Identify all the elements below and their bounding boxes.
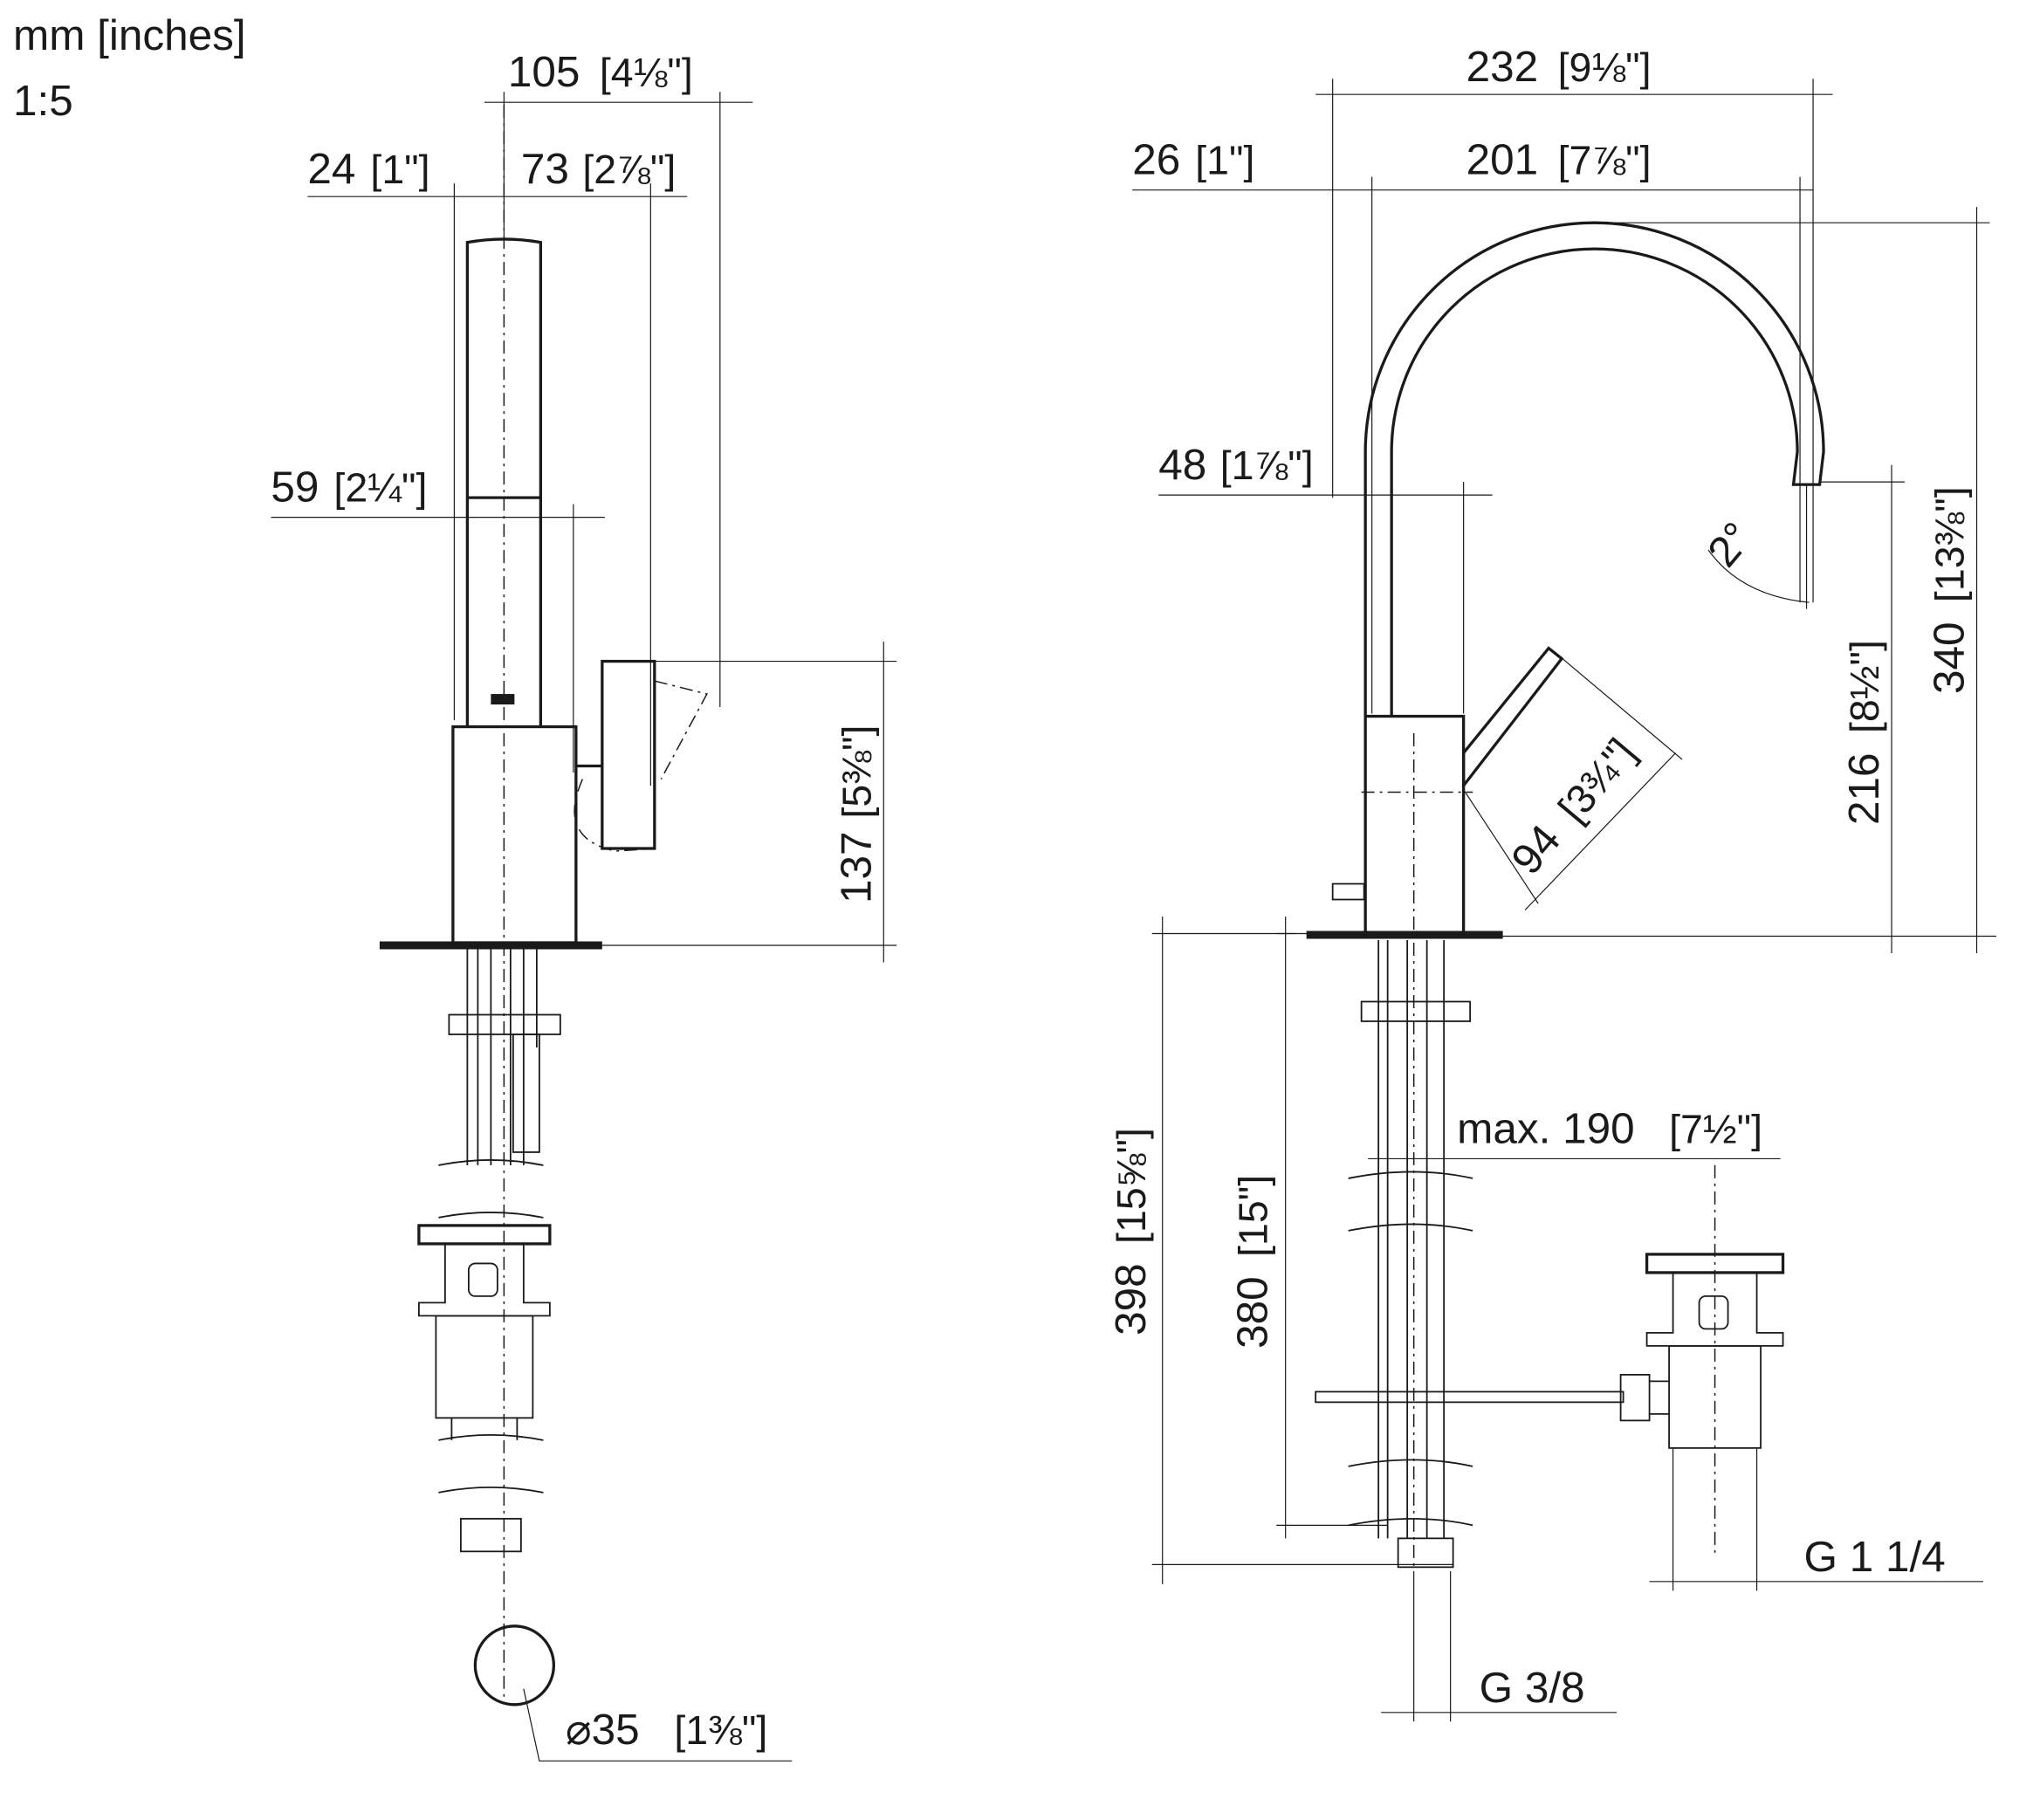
dim-105-in: [4⅛"] <box>600 50 693 95</box>
dim-48-in: [1⅞"] <box>1220 443 1314 488</box>
dim-398-in: [15⅝"] <box>1109 1128 1154 1244</box>
body <box>451 725 578 944</box>
dim-201-in: [7⅞"] <box>1558 138 1652 183</box>
dim-94-in: [3¾"] <box>1549 730 1645 830</box>
dim-380: 380 <box>1229 1276 1277 1349</box>
dim-26-in: [1"] <box>1195 138 1254 183</box>
side-view: 105 [4⅛"] 24 [1"] 73 [2⅞"] 59 [2¼"] 137 … <box>271 48 897 1762</box>
dim-105: 105 <box>508 48 580 96</box>
dim-137: 137 <box>832 831 880 903</box>
lever <box>1461 646 1564 790</box>
dim-24: 24 <box>307 145 355 193</box>
dim-380-in: [15"] <box>1231 1175 1276 1257</box>
dim-g38: G 3/8 <box>1480 1664 1585 1712</box>
dim-216-in: [8½"] <box>1842 640 1887 733</box>
dim-137-in: [5⅜"] <box>834 725 879 819</box>
dim-216: 216 <box>1840 752 1888 825</box>
dim-angle: 2° <box>1699 513 1762 576</box>
dim-max-190: max. 190 <box>1457 1104 1634 1152</box>
dim-26: 26 <box>1132 136 1180 184</box>
dim-201: 201 <box>1466 136 1539 184</box>
handle <box>601 659 656 850</box>
dim-59-in: [2¼"] <box>333 465 427 511</box>
pull-rod <box>1331 883 1365 901</box>
spout <box>1363 221 1825 717</box>
dim-340: 340 <box>1926 622 1974 695</box>
dim-max-190-in: [7½"] <box>1669 1106 1762 1151</box>
front-view: 232 [9⅛"] 26 [1"] 201 [7⅞"] 48 [1⅞"] 2° … <box>1107 43 1997 1722</box>
dim-35: ⌀35 <box>566 1706 640 1754</box>
dim-398: 398 <box>1107 1263 1155 1336</box>
dim-232-in: [9⅛"] <box>1558 45 1652 90</box>
dim-35-in: [1⅜"] <box>674 1707 767 1753</box>
scale-label: 1:5 <box>13 77 73 125</box>
hole-circle <box>473 1624 556 1707</box>
units-label: mm [inches] <box>13 11 246 59</box>
dim-48: 48 <box>1158 441 1206 489</box>
dim-73-in: [2⅞"] <box>582 147 676 192</box>
front-base-plate <box>1306 931 1503 939</box>
dim-73: 73 <box>521 145 569 193</box>
dim-24-in: [1"] <box>370 147 429 192</box>
dim-g114: G 1 1/4 <box>1804 1533 1946 1581</box>
dim-59: 59 <box>271 464 319 512</box>
base-plate <box>379 941 602 950</box>
dim-232: 232 <box>1466 43 1539 91</box>
dim-340-in: [13⅜"] <box>1927 486 1973 602</box>
